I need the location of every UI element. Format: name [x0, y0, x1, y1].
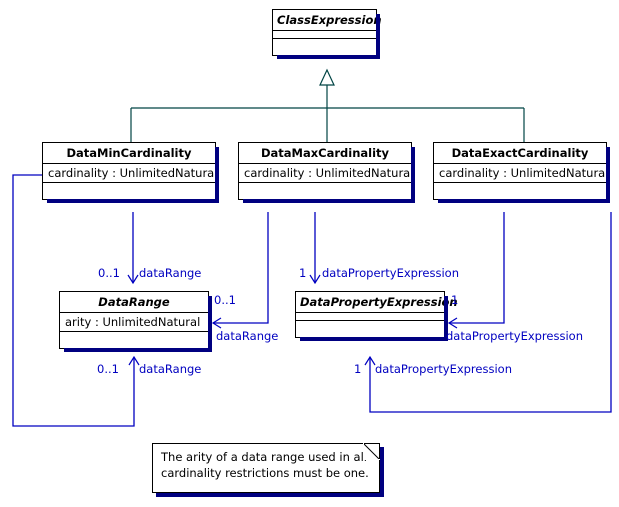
label-mult-min-to-datarange: 0..1 — [97, 362, 119, 376]
class-attribute-cardinality-min: cardinality : UnlimitedNatural — [43, 164, 217, 183]
label-role-max-to-dpe: dataPropertyExpression — [322, 266, 459, 280]
class-attribute-arity: arity : UnlimitedNatural — [60, 313, 208, 332]
generalization-edges — [130, 68, 525, 142]
label-mult-max-to-dpe: 1 — [299, 266, 307, 280]
label-role-min-to-dpe: dataPropertyExpression — [375, 362, 512, 376]
class-box-data-min-cardinality[interactable]: DataMinCardinality cardinality : Unlimit… — [42, 142, 219, 203]
class-box-data-max-cardinality[interactable]: DataMaxCardinality cardinality : Unlimit… — [238, 142, 415, 203]
generalization-arrowhead — [319, 68, 335, 86]
label-role-exact-to-dpe: dataPropertyExpression — [446, 329, 583, 343]
label-role-max-to-datarange: dataRange — [139, 266, 202, 280]
class-attributes-class-expression — [273, 31, 376, 39]
note-line-2: cardinality restrictions must be one. — [161, 466, 369, 480]
class-attribute-cardinality-exact: cardinality : UnlimitedNatural — [434, 164, 608, 183]
class-operations-data-range — [60, 332, 208, 348]
class-name-data-min-cardinality: DataMinCardinality — [43, 143, 215, 164]
class-operations-data-max-cardinality — [239, 183, 411, 199]
class-attributes-data-property-expression — [296, 313, 444, 321]
class-operations-class-expression — [273, 39, 376, 55]
class-box-class-expression[interactable]: ClassExpression — [272, 9, 382, 59]
class-name-data-exact-cardinality: DataExactCardinality — [434, 143, 606, 164]
label-mult-exact-to-dpe: 1 — [451, 293, 459, 307]
class-operations-data-property-expression — [296, 321, 444, 337]
label-role-min-to-datarange: dataRange — [139, 362, 202, 376]
label-mult-exact-to-datarange: 0..1 — [214, 293, 236, 307]
class-box-data-exact-cardinality[interactable]: DataExactCardinality cardinality : Unlim… — [433, 142, 610, 203]
label-mult-min-to-dpe: 1 — [354, 362, 362, 376]
class-attribute-cardinality-max: cardinality : UnlimitedNatural — [239, 164, 413, 183]
note-arity-constraint[interactable]: The arity of a data range used in all ca… — [152, 443, 384, 497]
note-body: The arity of a data range used in all ca… — [152, 443, 380, 493]
note-fold-icon — [363, 443, 380, 460]
class-name-class-expression: ClassExpression — [273, 10, 382, 31]
class-name-data-range: DataRange — [60, 292, 208, 313]
class-name-data-max-cardinality: DataMaxCardinality — [239, 143, 411, 164]
class-operations-data-min-cardinality — [43, 183, 215, 199]
class-box-data-range[interactable]: DataRange arity : UnlimitedNatural — [59, 291, 212, 352]
class-name-data-property-expression: DataPropertyExpression — [296, 292, 458, 313]
class-operations-data-exact-cardinality — [434, 183, 606, 199]
note-line-1: The arity of a data range used in all — [161, 450, 367, 464]
class-box-data-property-expression[interactable]: DataPropertyExpression — [295, 291, 458, 341]
label-mult-max-to-datarange: 0..1 — [98, 266, 120, 280]
label-role-exact-to-datarange: dataRange — [216, 329, 279, 343]
